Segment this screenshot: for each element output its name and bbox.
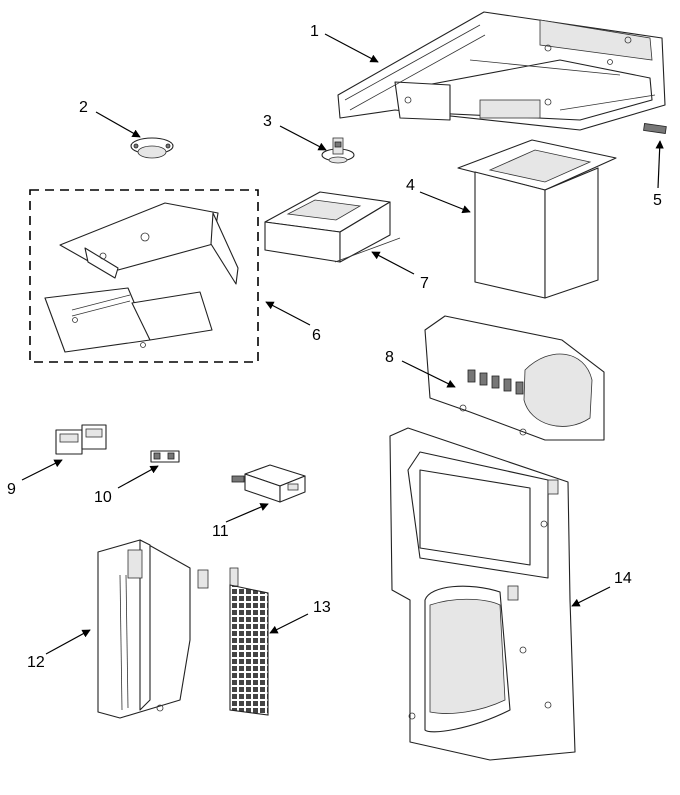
leader-2 bbox=[95, 111, 141, 138]
callout-6: 6 bbox=[312, 327, 321, 344]
callout-10: 10 bbox=[94, 489, 112, 506]
leader-8 bbox=[401, 360, 456, 388]
part-9-switch-assembly bbox=[55, 424, 107, 455]
leader-10 bbox=[117, 465, 159, 489]
leader-1 bbox=[324, 33, 379, 63]
callout-7: 7 bbox=[420, 275, 429, 292]
callout-8: 8 bbox=[385, 349, 394, 366]
part-5-clip bbox=[643, 123, 667, 134]
callout-4: 4 bbox=[406, 177, 415, 194]
part-10-micro-switch bbox=[150, 450, 180, 463]
part-7-control-box bbox=[264, 191, 401, 263]
part-2-thermal-disc bbox=[130, 137, 174, 159]
leader-4 bbox=[419, 191, 471, 214]
callout-11: 11 bbox=[212, 523, 229, 540]
callout-13: 13 bbox=[313, 599, 331, 616]
callout-1: 1 bbox=[310, 23, 319, 40]
leader-3 bbox=[279, 125, 327, 151]
part-1-mounting-tray bbox=[337, 11, 666, 131]
part-4-duct-sleeve bbox=[457, 139, 617, 299]
callout-3: 3 bbox=[263, 113, 272, 130]
leader-7 bbox=[371, 251, 415, 275]
part-11-switch-block bbox=[231, 464, 306, 503]
leader-6 bbox=[265, 301, 311, 326]
part-6-bracket-assembly bbox=[29, 189, 259, 363]
callout-14: 14 bbox=[614, 570, 632, 587]
leader-9 bbox=[21, 459, 63, 481]
leader-14 bbox=[571, 586, 611, 607]
callout-9: 9 bbox=[7, 481, 16, 498]
leader-13 bbox=[269, 613, 309, 634]
part-13-grille-filter bbox=[229, 567, 269, 716]
callout-2: 2 bbox=[79, 99, 88, 116]
part-8-intake-housing bbox=[424, 315, 605, 441]
callout-labels: 1 2 3 4 5 6 7 8 9 10 11 12 13 14 bbox=[7, 23, 662, 671]
part-12-side-panel bbox=[97, 539, 209, 719]
leader-lines bbox=[21, 33, 664, 655]
part-3-thermal-fuse bbox=[321, 137, 355, 164]
leader-11 bbox=[225, 503, 269, 523]
part-14-cabinet-frame bbox=[389, 427, 576, 761]
leader-12 bbox=[45, 629, 91, 655]
leader-5 bbox=[655, 140, 664, 189]
callout-5: 5 bbox=[653, 192, 662, 209]
callout-12: 12 bbox=[27, 654, 45, 671]
